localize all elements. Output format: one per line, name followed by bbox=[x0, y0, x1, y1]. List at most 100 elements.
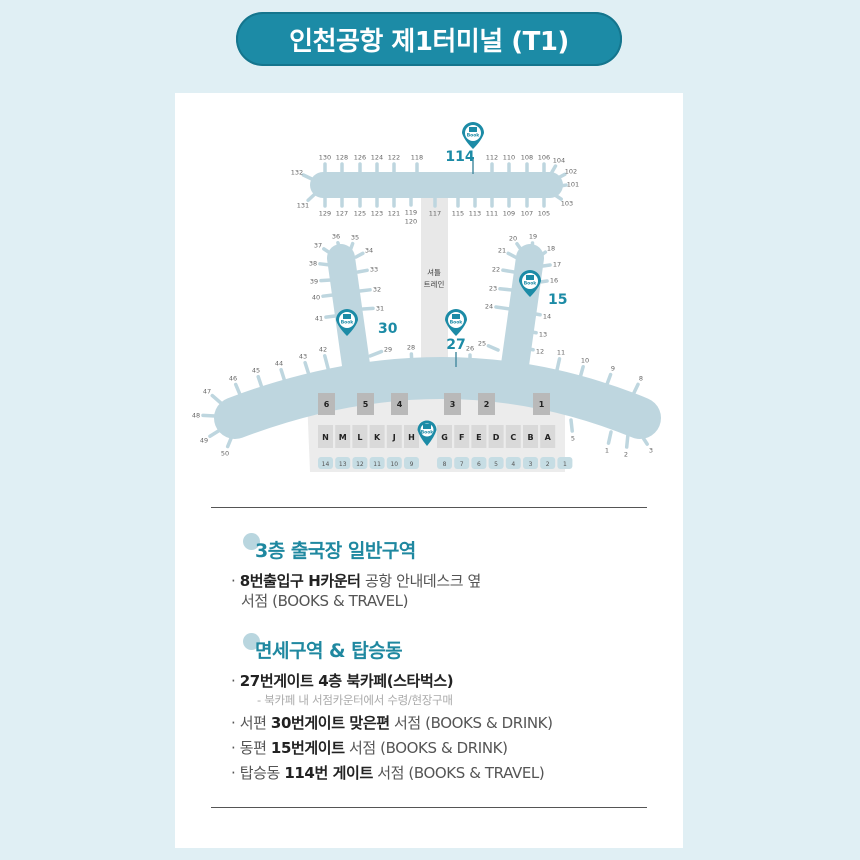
island-label: 1 bbox=[539, 400, 545, 409]
gate-stub bbox=[550, 164, 558, 174]
gate-stub bbox=[624, 432, 630, 449]
gate-label: 29 bbox=[384, 346, 392, 354]
list-item-continued: 서점 (BOOKS & TRAVEL) bbox=[241, 592, 409, 610]
gate-label: 129 bbox=[319, 210, 331, 218]
gate-label: 101 bbox=[567, 181, 579, 189]
pin-badge: Book bbox=[450, 320, 464, 326]
entrance-marker bbox=[471, 457, 487, 469]
entrance-marker bbox=[369, 457, 385, 469]
gate-stub bbox=[303, 360, 311, 377]
list-item: · 27번게이트 4층 북카페(스타벅스) bbox=[231, 672, 454, 690]
gate-label: 104 bbox=[553, 157, 565, 165]
gate-label: 3 bbox=[649, 447, 653, 455]
gate-label: 123 bbox=[371, 210, 383, 218]
counter-label: N bbox=[322, 433, 329, 442]
shuttle-label: 트레인 bbox=[424, 279, 445, 289]
counter-label: H bbox=[408, 433, 415, 442]
book-glyph bbox=[423, 424, 431, 429]
book-pin-icon: Book bbox=[445, 309, 467, 336]
gate-stub bbox=[368, 349, 384, 358]
gate-label: 48 bbox=[192, 412, 200, 420]
gate-stub bbox=[506, 251, 519, 260]
counter-label: A bbox=[545, 433, 552, 442]
gate-label: 1 bbox=[605, 447, 609, 455]
entrance-marker bbox=[557, 457, 573, 469]
entrance-label: 13 bbox=[339, 461, 347, 468]
list-item-note: - 북카페 내 서점카운터에서 수령/현장구매 bbox=[257, 693, 453, 707]
gate-label: 23 bbox=[489, 285, 497, 293]
check-in-counter bbox=[386, 425, 402, 448]
list-item: · 8번출입구 H카운터 공항 안내데스크 옆 bbox=[231, 572, 481, 590]
counter-label: C bbox=[510, 433, 516, 442]
gate-stub bbox=[555, 357, 562, 372]
gate-label: 32 bbox=[373, 286, 381, 294]
concourse-building bbox=[310, 172, 563, 198]
gate-stub bbox=[319, 278, 333, 283]
gate-label: 44 bbox=[275, 360, 283, 368]
gate-label: 11 bbox=[557, 349, 565, 357]
check-in-hall bbox=[307, 398, 565, 472]
gate-label: 119 bbox=[405, 209, 417, 217]
entrance-marker bbox=[505, 457, 521, 469]
gate-label: 118 bbox=[411, 154, 423, 162]
main-terminal-building bbox=[214, 357, 661, 439]
check-in-counter bbox=[369, 425, 385, 448]
entrance-label: 7 bbox=[460, 461, 464, 468]
entrance-label: 11 bbox=[373, 461, 381, 468]
entrance-marker bbox=[386, 457, 402, 469]
entrance-marker bbox=[404, 457, 419, 469]
counter-label: E bbox=[476, 433, 481, 442]
check-in-counter bbox=[352, 425, 368, 448]
entrance-label: 5 bbox=[494, 461, 498, 468]
island-label: 4 bbox=[397, 400, 403, 409]
check-in-counter bbox=[335, 425, 351, 448]
check-in-island bbox=[478, 393, 495, 415]
counter-label: G bbox=[441, 433, 448, 442]
section-heading: 3층 출국장 일반구역 bbox=[243, 533, 416, 563]
gate-label: 50 bbox=[221, 450, 229, 458]
counter-label: D bbox=[493, 433, 500, 442]
gate-label: 109 bbox=[503, 210, 515, 218]
check-in-counter bbox=[318, 425, 333, 448]
gate-label: 22 bbox=[492, 266, 500, 274]
gate-marker-label: 27 bbox=[446, 337, 465, 353]
gate-label: 46 bbox=[229, 375, 237, 383]
gate-label: 124 bbox=[371, 154, 383, 162]
gate-label: 105 bbox=[538, 210, 550, 218]
entrance-label: 10 bbox=[390, 461, 398, 468]
gate-label: 41 bbox=[315, 315, 323, 323]
gate-label: 108 bbox=[521, 154, 533, 162]
gate-label: 25 bbox=[478, 340, 486, 348]
gate-label: 19 bbox=[529, 233, 537, 241]
gate-stub bbox=[324, 314, 337, 319]
check-in-counter bbox=[505, 425, 521, 448]
gate-label: 38 bbox=[309, 260, 317, 268]
gate-label: 102 bbox=[565, 168, 577, 176]
gate-label: 37 bbox=[314, 242, 322, 250]
gate-label: 16 bbox=[550, 277, 558, 285]
gate-label: 121 bbox=[388, 210, 400, 218]
counter-label: L bbox=[357, 433, 362, 442]
check-in-island bbox=[318, 393, 335, 415]
gate-stub bbox=[210, 393, 224, 406]
gate-label: 117 bbox=[429, 210, 441, 218]
gate-label: 28 bbox=[407, 344, 415, 352]
gate-marker-label: 114 bbox=[445, 149, 474, 165]
counter-label: J bbox=[392, 433, 396, 442]
gate-label: 42 bbox=[319, 346, 327, 354]
gate-label: 31 bbox=[376, 305, 384, 313]
check-in-island bbox=[533, 393, 550, 415]
gate-label: 40 bbox=[312, 294, 320, 302]
entrance-marker bbox=[540, 457, 556, 469]
island-label: 3 bbox=[450, 400, 456, 409]
gate-label: 12 bbox=[536, 348, 544, 356]
gate-label: 113 bbox=[469, 210, 481, 218]
gate-label: 106 bbox=[538, 154, 550, 162]
book-pin-icon: Book bbox=[519, 270, 541, 297]
gate-stub bbox=[486, 344, 500, 352]
gate-label: 9 bbox=[611, 365, 615, 373]
gate-label: 43 bbox=[299, 353, 307, 361]
gate-stub bbox=[358, 288, 372, 293]
gate-label: 112 bbox=[486, 154, 498, 162]
